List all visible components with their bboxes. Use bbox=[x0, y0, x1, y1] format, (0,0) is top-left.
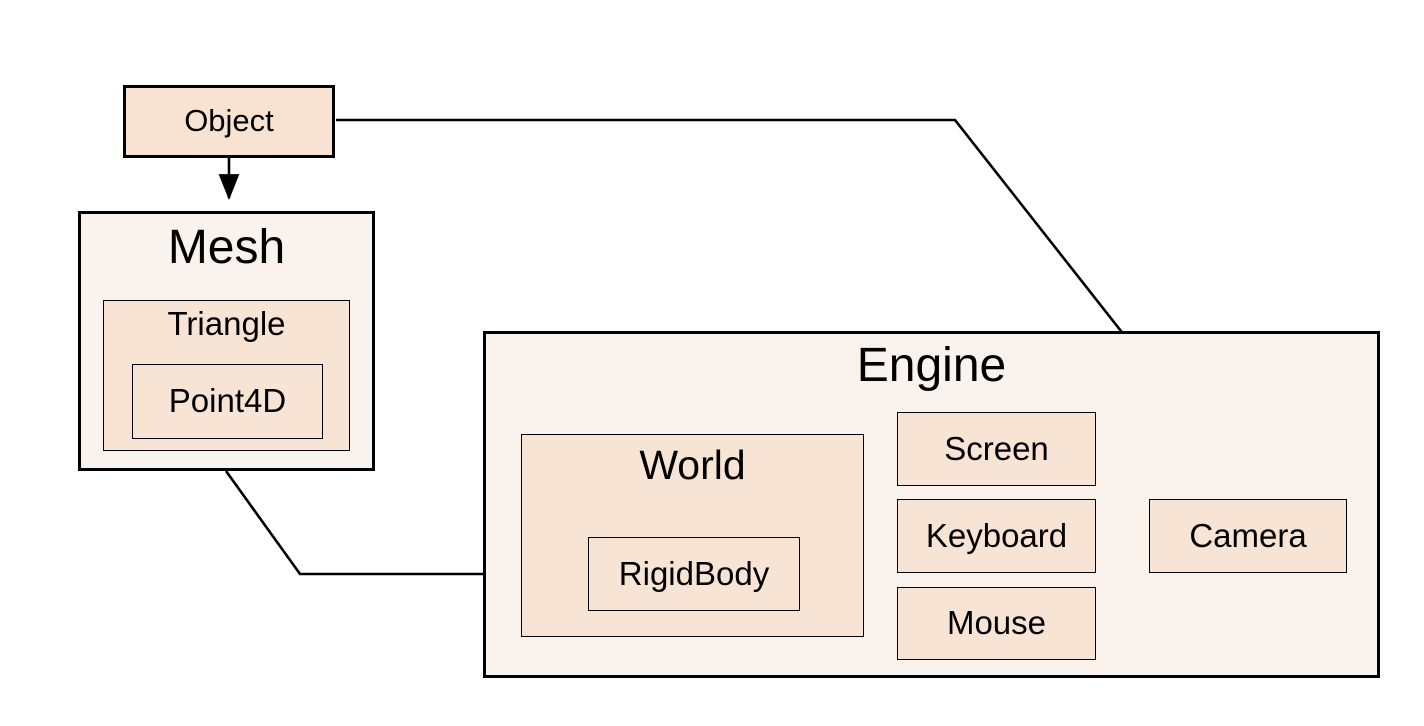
node-rigidbody[interactable]: RigidBody bbox=[588, 537, 800, 611]
node-camera[interactable]: Camera bbox=[1149, 499, 1347, 573]
node-mouse-label: Mouse bbox=[946, 604, 1047, 642]
node-point4d-label: Point4D bbox=[168, 382, 287, 420]
node-object-label: Object bbox=[184, 103, 274, 139]
node-triangle-label: Triangle bbox=[167, 305, 286, 342]
node-screen[interactable]: Screen bbox=[897, 412, 1096, 486]
node-keyboard[interactable]: Keyboard bbox=[897, 499, 1096, 573]
node-keyboard-label: Keyboard bbox=[925, 516, 1068, 554]
node-world-label: World bbox=[639, 442, 746, 488]
node-mouse[interactable]: Mouse bbox=[897, 587, 1096, 660]
node-rigidbody-label: RigidBody bbox=[618, 554, 770, 592]
node-object[interactable]: Object bbox=[123, 85, 335, 158]
node-screen-label: Screen bbox=[944, 429, 1049, 467]
node-engine-label: Engine bbox=[856, 339, 1007, 392]
node-point4d[interactable]: Point4D bbox=[132, 364, 323, 439]
node-mesh-label: Mesh bbox=[167, 221, 286, 274]
node-camera-label: Camera bbox=[1189, 516, 1307, 554]
